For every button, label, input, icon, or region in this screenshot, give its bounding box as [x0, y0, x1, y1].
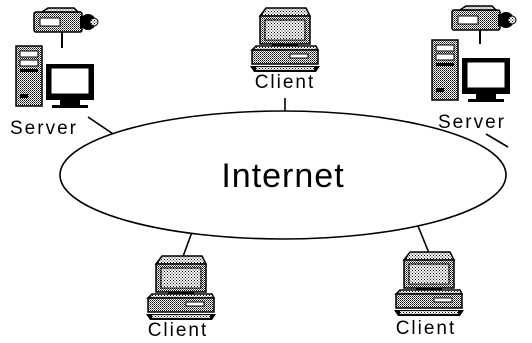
client-computer-icon [393, 251, 465, 317]
client-bottom-left-node: Client [145, 255, 217, 341]
client-computer-icon [145, 255, 217, 321]
server-left-label: Server [10, 118, 78, 139]
internet-cloud: Internet [59, 110, 507, 240]
server-right-node: Server [431, 5, 517, 133]
client-computer-icon [249, 7, 321, 73]
video-camera-icon [33, 7, 99, 33]
server-left-node: Server [10, 7, 99, 139]
monitor-icon [45, 63, 95, 109]
client-bottom-right-label: Client [396, 318, 457, 339]
cloud-ellipse [59, 110, 507, 240]
client-bottom-right-node: Client [393, 251, 465, 339]
link-server-right [485, 133, 509, 148]
client-top-label: Client [255, 72, 316, 93]
monitor-icon [461, 57, 511, 103]
video-camera-icon [451, 5, 517, 31]
server-tower-icon [431, 39, 459, 101]
server-tower-icon [15, 45, 43, 107]
client-bottom-left-label: Client [148, 320, 209, 341]
cloud-label: Internet [221, 157, 344, 195]
server-right-label: Server [438, 112, 506, 133]
client-top-node: Client [249, 7, 321, 93]
